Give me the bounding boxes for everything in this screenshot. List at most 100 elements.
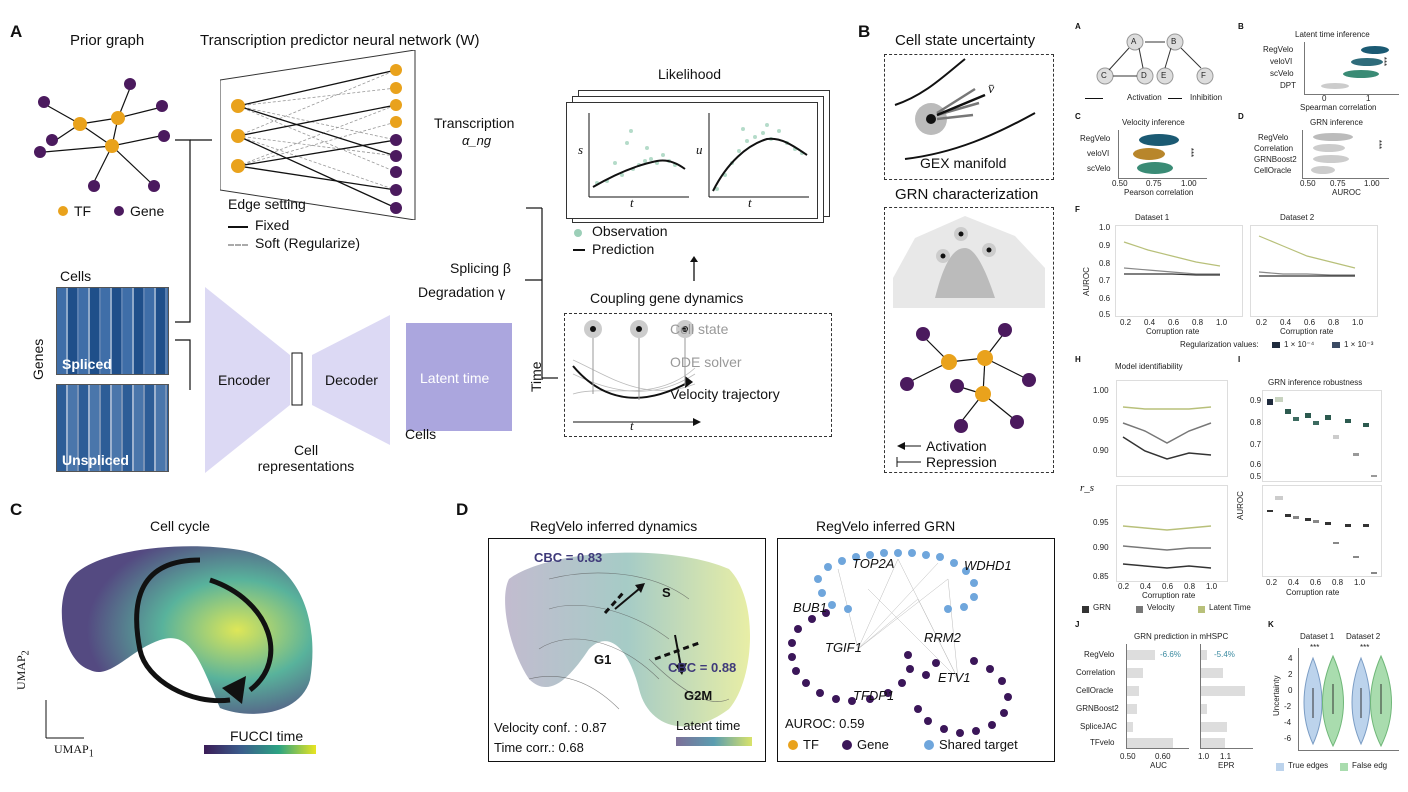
likelihood-frame	[566, 102, 818, 219]
unspliced-label: Unspliced	[62, 452, 129, 468]
supp-j-epr-bars	[1201, 650, 1245, 748]
supp-h-ytick-t3: 0.90	[1093, 446, 1109, 455]
supp-k-ytick-4: -2	[1284, 702, 1292, 711]
transcription-nn-diagram	[220, 50, 416, 220]
supp-f-xtick-9: 0.8	[1328, 318, 1340, 327]
grn-shared-dot	[924, 740, 934, 750]
supp-f-lines-1	[1123, 241, 1221, 276]
nn-title: Transcription predictor neural network (…	[200, 32, 480, 49]
supp-f-reg1-swatch	[1272, 342, 1280, 348]
supp-c-method-2: veloVI	[1087, 149, 1110, 158]
supp-f-xtick-3: 0.6	[1168, 318, 1180, 327]
supp-h-lines-bottom	[1122, 525, 1212, 569]
fucci-time-label: FUCCI time	[230, 728, 304, 744]
supp-f-ytick-5: 0.6	[1099, 294, 1111, 303]
supp-d-tick-2: 1.00	[1364, 179, 1380, 188]
encoder-label: Encoder	[218, 372, 271, 388]
degradation-label: Degradation γ	[418, 284, 506, 300]
supp-d-method-2: Correlation	[1254, 144, 1294, 153]
supp-h-title: Model identifiability	[1115, 362, 1183, 371]
prior-graph-title: Prior graph	[70, 32, 145, 49]
umap2-label: UMAP2	[14, 650, 32, 690]
genes-label: Genes	[30, 338, 46, 380]
supp-b-method-1: RegVelo	[1263, 45, 1294, 54]
umap-axes	[45, 700, 84, 739]
supp-f-xtick-1: 0.2	[1120, 318, 1132, 327]
activation-label: Activation	[926, 438, 987, 454]
supp-h-legend-grn: GRN	[1093, 603, 1111, 612]
panel-b-letter: B	[858, 22, 871, 41]
supp-f-ytick-2: 0.9	[1099, 241, 1111, 250]
supp-h-xtick-3: 0.6	[1162, 582, 1174, 591]
supp-j-method-1: RegVelo	[1084, 650, 1115, 659]
gene-label-2: WDHD1	[964, 558, 1012, 573]
supp-f-xtick-10: 1.0	[1352, 318, 1364, 327]
cell-state-uncertainty-box	[884, 54, 1054, 180]
tf-legend-label: TF	[74, 203, 92, 219]
time-label: Time	[528, 361, 544, 392]
grn-tf-dot	[788, 740, 798, 750]
supp-b-tick-0: 0	[1322, 94, 1327, 103]
supp-f-reg1: 1 × 10⁻⁴	[1284, 340, 1315, 349]
t-axis-label-1: t	[630, 195, 634, 210]
grn-gene-label: Gene	[857, 737, 889, 752]
supp-i-ytick-1: 0.9	[1250, 396, 1262, 405]
prediction-label: Prediction	[592, 241, 655, 257]
supp-f-xtick-2: 0.4	[1144, 318, 1156, 327]
supp-h-ytick-b1: 0.95	[1093, 518, 1109, 527]
supp-f-xtick-7: 0.4	[1280, 318, 1292, 327]
supp-i-plot-bottom	[1262, 485, 1382, 577]
gene-legend-label: Gene	[130, 203, 165, 219]
supp-d-tick-0: 0.50	[1300, 179, 1316, 188]
supp-h-velocity-swatch	[1136, 606, 1143, 613]
dynamics-plot	[505, 552, 751, 727]
supp-b-method-3: scVelo	[1270, 69, 1294, 78]
up-arrow	[690, 256, 698, 281]
supp-a-inhibition: Inhibition	[1190, 93, 1223, 102]
supp-h-lines-top	[1122, 406, 1212, 460]
latent-time-cbar-label: Latent time	[676, 718, 741, 733]
supp-a-graph	[1096, 33, 1214, 85]
supp-j-method-5: SpliceJAC	[1080, 722, 1117, 731]
supp-c-letter: C	[1075, 112, 1081, 121]
supp-b-xlabel: Spearman correlation	[1300, 103, 1377, 112]
supp-h-plot-bottom	[1116, 485, 1228, 582]
supp-j-epr-note: -5.4%	[1214, 650, 1235, 659]
repression-label: Repression	[926, 454, 997, 470]
supp-i-ytick-4: 0.6	[1250, 460, 1262, 469]
supp-h-ytick-b2: 0.90	[1093, 543, 1109, 552]
supp-i-letter: I	[1238, 355, 1241, 364]
supp-k-true-label: True edges	[1288, 761, 1329, 770]
supp-j-method-4: GRNBoost2	[1076, 704, 1119, 713]
supp-f-ytick-1: 1.0	[1099, 223, 1111, 232]
supp-d-xlabel: AUROC	[1332, 188, 1361, 197]
supp-j-epr-tick-1: 1.1	[1220, 752, 1232, 761]
supp-c-method-1: RegVelo	[1080, 134, 1111, 143]
supp-h-xtick-4: 0.8	[1184, 582, 1196, 591]
t-axis-label-2: t	[748, 195, 752, 210]
splicing-label: Splicing β	[450, 260, 511, 276]
supp-d-axes	[1302, 130, 1389, 179]
supp-i-xlabel: Corruption rate	[1286, 588, 1340, 597]
supp-b-method-2: veloVI	[1270, 57, 1293, 66]
supp-f-xtick-8: 0.6	[1304, 318, 1316, 327]
supp-j-method-3: CellOracle	[1076, 686, 1114, 695]
supp-k-ytick-5: -4	[1284, 718, 1292, 727]
supp-b-title: Latent time inference	[1295, 30, 1370, 39]
supp-j-method-2: Correlation	[1076, 668, 1116, 677]
supp-h-xlabel: Corruption rate	[1142, 591, 1196, 600]
supp-b-violins	[1321, 46, 1389, 89]
supp-i-xtick-3: 0.6	[1310, 578, 1322, 587]
supp-j-letter: J	[1075, 620, 1080, 629]
cbc1-label: CBC = 0.83	[534, 550, 603, 565]
g1-phase-label: G1	[594, 652, 612, 667]
coupling-title: Coupling gene dynamics	[590, 290, 744, 306]
cells-bottom-label: Cells	[405, 426, 437, 442]
dynamics-frame	[488, 538, 766, 762]
supp-a-letter: A	[1075, 22, 1081, 31]
velocity-trajectory-label: Velocity trajectory	[670, 386, 780, 402]
supp-c-tick-0: 0.50	[1112, 179, 1128, 188]
supp-f-xtick-6: 0.2	[1256, 318, 1268, 327]
supp-j-epr-axes	[1200, 644, 1253, 749]
supp-i-xtick-4: 0.8	[1332, 578, 1344, 587]
